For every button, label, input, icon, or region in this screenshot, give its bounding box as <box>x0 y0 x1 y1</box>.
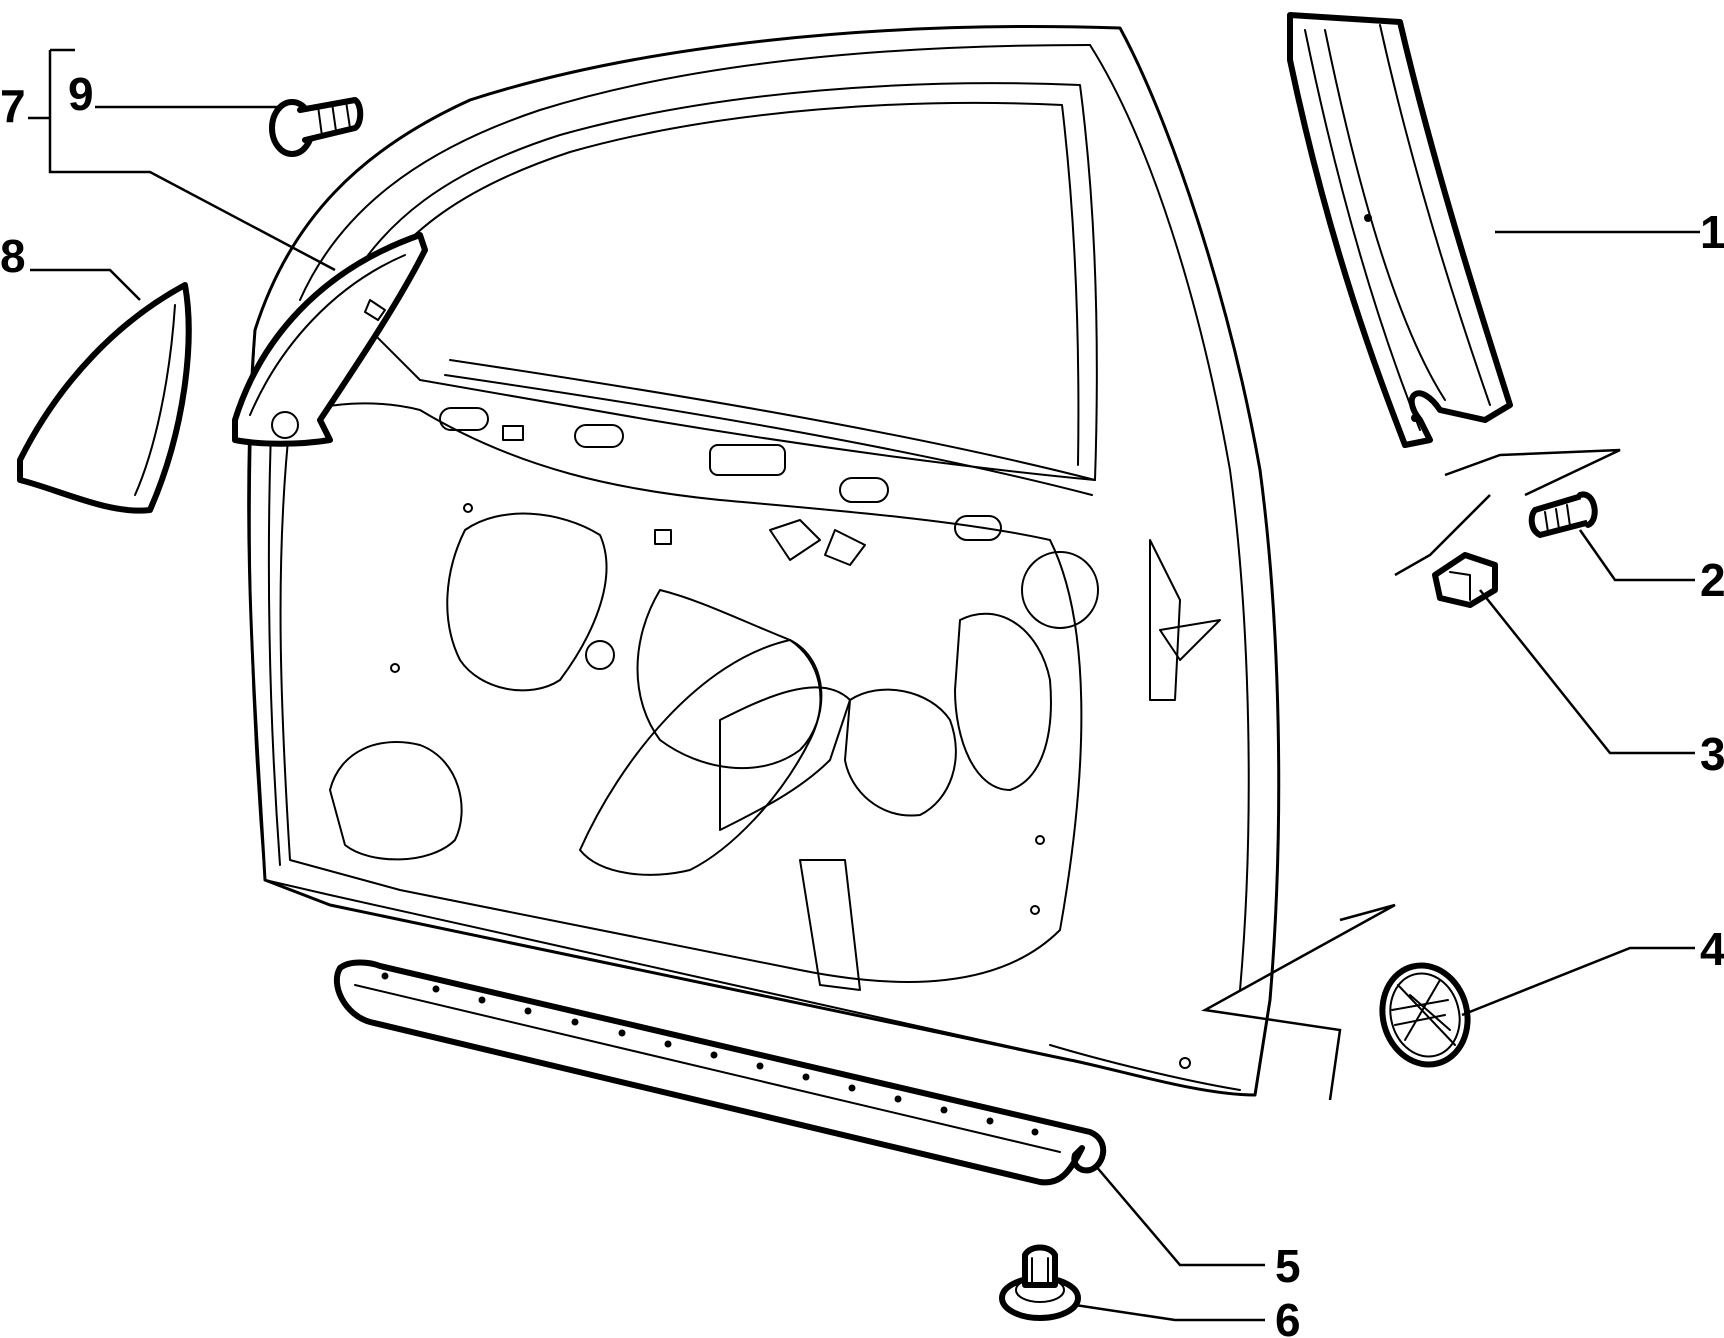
door-shell <box>247 25 1281 1097</box>
part-4-grille-plug <box>1379 962 1471 1068</box>
part-9-plastic-rivet <box>269 97 364 157</box>
part-6-push-clip <box>999 1244 1081 1321</box>
moulding-holes <box>381 972 1039 1136</box>
part-5-door-moulding-strip <box>333 959 1107 1186</box>
callout-7: 7 <box>0 80 26 132</box>
part-1-window-guide-channel <box>1287 12 1513 448</box>
callout-9: 9 <box>68 68 94 120</box>
callout-4: 4 <box>1700 923 1724 975</box>
part-8-triangular-trim <box>17 282 192 514</box>
callout-6: 6 <box>1275 1294 1301 1338</box>
callout-8: 8 <box>0 230 26 282</box>
part-7-corner-trim-panel <box>232 232 428 447</box>
callout-5: 5 <box>1275 1240 1301 1292</box>
part-3-clip <box>1432 552 1498 608</box>
callout-1: 1 <box>1700 206 1724 258</box>
callout-numbers: 1 2 3 4 5 6 7 8 9 <box>0 68 1724 1338</box>
leader-lines <box>28 48 1700 1322</box>
callout-3: 3 <box>1700 728 1724 780</box>
part-2-screw <box>1528 491 1598 538</box>
callout-2: 2 <box>1700 554 1724 606</box>
